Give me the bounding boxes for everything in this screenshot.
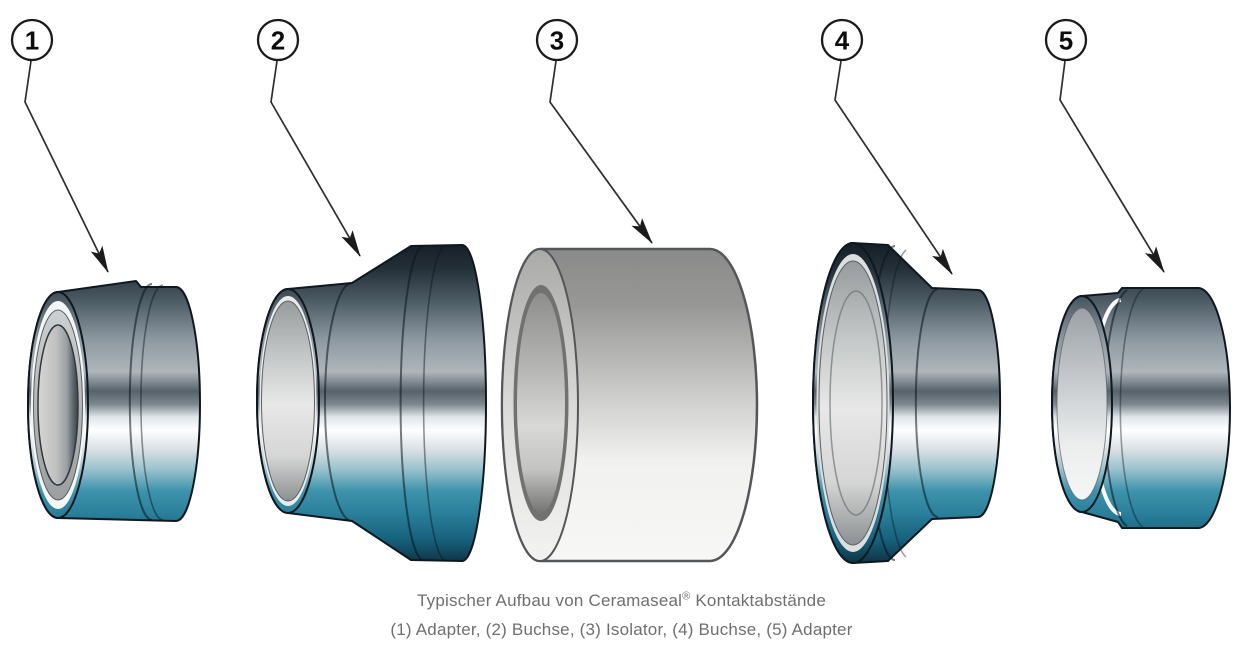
callout-1-circle: [10, 18, 54, 62]
part-4-bore: [818, 260, 888, 546]
callout-3-number: 3: [550, 26, 564, 56]
callout-2-leader-line: [270, 60, 361, 257]
part-3-isolator: [500, 247, 759, 563]
part-5-adapter: [1051, 287, 1231, 529]
callout-4: 4: [820, 18, 864, 62]
callout-2: 2: [256, 18, 300, 62]
callout-2-circle: [256, 18, 300, 62]
figure-caption-line-1: Typischer Aufbau von Ceramaseal® Kontakt…: [0, 586, 1243, 615]
callout-1: 1: [10, 18, 54, 62]
callout-4-circle: [820, 18, 864, 62]
part-2-groove: [399, 246, 422, 560]
caption-text-tail: Kontaktabstände: [690, 591, 826, 610]
callout-5-circle: [1044, 18, 1088, 62]
part-5-groove: [1119, 288, 1144, 528]
part-2-groove: [422, 245, 445, 561]
figure-caption-line-2: (1) Adapter, (2) Buchse, (3) Isolator, (…: [390, 620, 853, 639]
part-1-groove: [128, 283, 153, 521]
callout-3-leader-line: [549, 60, 653, 244]
caption-text-main: Typischer Aufbau von Ceramaseal: [417, 591, 683, 610]
callouts: 1 2 3 4 5: [10, 18, 1088, 62]
caption-registered-mark: ®: [682, 590, 691, 603]
callout-2-number: 2: [271, 26, 285, 56]
part-1-groove: [140, 284, 164, 521]
part-2-cone-junction: [324, 282, 353, 522]
leader-lines: [24, 60, 1165, 275]
assembly-diagram-svg: 1 2 3 4 5: [10, 18, 1231, 564]
figure-caption: Typischer Aufbau von Ceramaseal® Kontakt…: [0, 586, 1243, 644]
callout-5: 5: [1044, 18, 1088, 62]
part-3-bore: [517, 293, 565, 513]
callout-3-circle: [535, 18, 579, 62]
callout-4-number: 4: [835, 26, 850, 56]
callout-4-leader-line: [834, 60, 953, 275]
callout-5-leader-line: [1059, 60, 1165, 273]
callout-5-number: 5: [1059, 26, 1073, 56]
callout-1-leader-line: [24, 60, 109, 273]
part-4-cone-junction: [914, 288, 939, 518]
part-2-bushing: [256, 244, 487, 562]
part-4-inner-cone-edge: [829, 290, 883, 516]
part-4-bushing: [812, 242, 1002, 564]
part-1-adapter: [27, 280, 201, 522]
part-1-bore: [37, 324, 79, 486]
callout-1-number: 1: [25, 26, 39, 56]
callout-3: 3: [535, 18, 579, 62]
part-2-bore: [261, 300, 315, 502]
part-5-front-face: [1056, 307, 1108, 501]
